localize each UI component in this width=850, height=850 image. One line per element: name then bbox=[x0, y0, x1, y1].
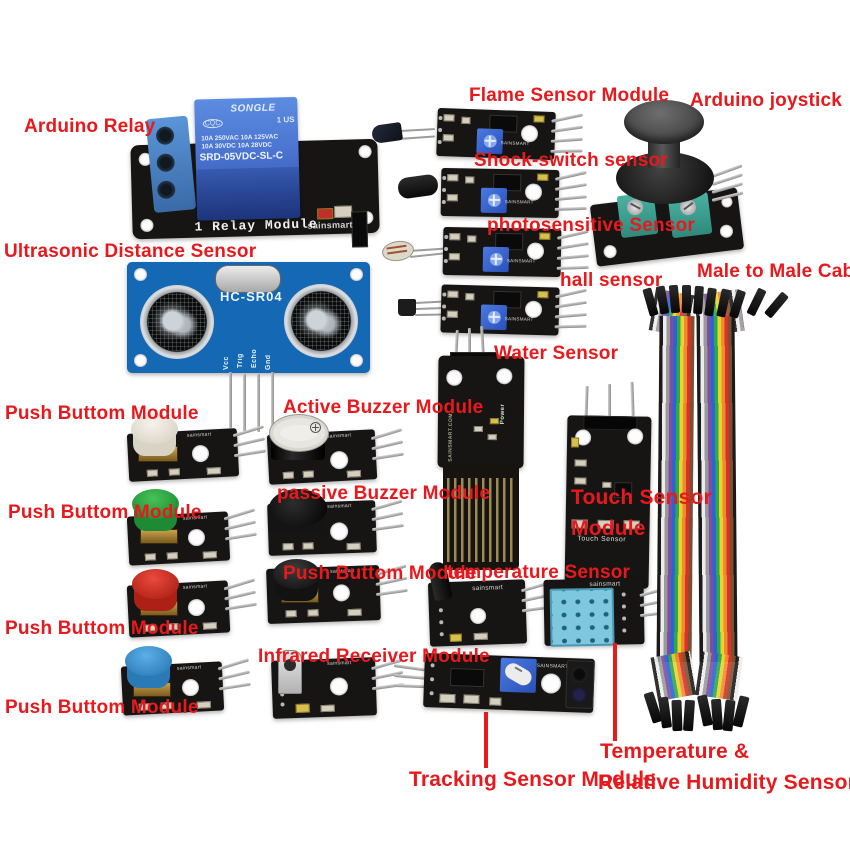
label-flame: Flame Sensor Module bbox=[469, 85, 670, 106]
pin-label-trig: Trig bbox=[237, 353, 244, 368]
label-photosensitive: photosensitive Sensor bbox=[487, 215, 695, 236]
label-active-buzzer: Active Buzzer Module bbox=[283, 397, 484, 418]
label-ultrasonic: Ultrasonic Distance Sensor bbox=[4, 241, 257, 262]
water-blade bbox=[443, 464, 519, 570]
shock-sensor-component bbox=[396, 173, 440, 200]
green-button bbox=[132, 489, 179, 535]
push-button-module-red: sainsmart bbox=[126, 567, 276, 651]
push-button-module-white: sainsmart bbox=[126, 410, 276, 486]
label-hall: hall sensor bbox=[560, 270, 663, 291]
joystick-cap bbox=[624, 100, 704, 144]
leader-line-tracking bbox=[484, 712, 488, 768]
passive-buzzer-module: sainsmart bbox=[266, 486, 421, 568]
label-temperature: temperature Sensor bbox=[447, 562, 631, 583]
tracking-ir-pair bbox=[565, 660, 595, 709]
relay-model-print: SRD-05VDC-SL-C bbox=[199, 150, 284, 164]
module-print: SAINSMART bbox=[536, 662, 569, 671]
shock-switch-sensor-module: SAINSMART bbox=[440, 167, 587, 219]
module-print: sainsmart bbox=[326, 432, 352, 440]
ultrasonic-sensor: HC-SR04 Vcc Trig Echo Gnd bbox=[127, 262, 377, 432]
blue-button bbox=[125, 646, 177, 692]
infrared-receiver-module: sainsmart bbox=[270, 648, 430, 728]
label-tracking: Tracking Sensor Module bbox=[409, 768, 657, 791]
relay-maker-print: sainsmart bbox=[307, 219, 353, 231]
label-joystick: Arduino joystick bbox=[690, 90, 843, 111]
label-push-blue: Push Buttom Module bbox=[5, 697, 199, 718]
pin-label-echo: Echo bbox=[251, 348, 258, 368]
leader-line-dht bbox=[613, 643, 617, 741]
push-button-module-blue: sainsmart bbox=[119, 644, 269, 724]
label-humidity-line2: Relative Humidity Sensor Module bbox=[598, 771, 850, 794]
water-sense-stripes bbox=[447, 478, 515, 562]
tracking-pot bbox=[499, 657, 537, 693]
push-button-module-green: sainsmart bbox=[126, 487, 276, 567]
pin-label-vcc: Vcc bbox=[223, 356, 230, 370]
label-humidity-line1: Temperature & bbox=[600, 740, 750, 763]
jumper-cable-bundle bbox=[640, 282, 810, 740]
dht-pcb: sainsmart bbox=[543, 578, 667, 647]
relay-brand-print: SONGLE bbox=[230, 102, 276, 115]
hall-sensor-component bbox=[398, 299, 416, 316]
crystal-oscillator bbox=[215, 265, 281, 293]
active-buzzer-module: sainsmart bbox=[266, 412, 421, 490]
relay-cube: SONGLE CQC 1 US 10A 250VAC 10A 125VAC 10… bbox=[194, 96, 301, 221]
white-button bbox=[131, 414, 178, 460]
joystick-module bbox=[589, 95, 755, 267]
label-arduino-relay: Arduino Relay bbox=[24, 116, 156, 137]
module-print: sainsmart bbox=[182, 583, 208, 591]
label-touch-line1: Touch Sensor bbox=[571, 486, 712, 509]
photoresistor-component bbox=[380, 238, 416, 264]
red-button bbox=[132, 569, 179, 615]
pin-label-gnd: Gnd bbox=[265, 354, 272, 371]
label-touch-line2: Module bbox=[571, 517, 646, 540]
module-print: sainsmart bbox=[186, 431, 212, 439]
passive-buzzer bbox=[269, 489, 327, 527]
label-shock: Shock-switch sensor bbox=[474, 150, 668, 171]
active-buzzer bbox=[269, 414, 329, 452]
touch-sensor-module: Touch Sensor bbox=[564, 381, 656, 592]
water-power-print: Power bbox=[499, 403, 507, 425]
module-print: sainsmart bbox=[472, 584, 504, 593]
transducer-left bbox=[140, 285, 214, 359]
black-button bbox=[273, 559, 321, 605]
dht11-component bbox=[549, 587, 615, 647]
relay-module: 1 Relay Module sainsmart SONGLE CQC 1 US… bbox=[129, 95, 385, 248]
relay-cert-print: CQC bbox=[202, 118, 223, 129]
cable-fan-bottom-right bbox=[695, 651, 743, 701]
label-male-cable: Male to Male Cable bbox=[697, 261, 850, 282]
cable-fan-bottom-left bbox=[650, 650, 698, 702]
label-push-red: Push Buttom Module bbox=[5, 618, 199, 639]
label-push-white: Push Buttom Module bbox=[5, 403, 199, 424]
transducer-right bbox=[284, 284, 358, 358]
relay-us-print: 1 US bbox=[276, 115, 295, 125]
label-push-black: Push Buttom Module bbox=[283, 563, 477, 584]
module-print: SAINSMART bbox=[504, 199, 534, 205]
label-infrared: Infrared Receiver Module bbox=[258, 646, 490, 667]
flame-ir-led bbox=[370, 121, 404, 145]
push-button-module-black: sainsmart bbox=[265, 556, 425, 642]
module-print: SAINSMART bbox=[506, 258, 536, 264]
label-water: Water Sensor bbox=[494, 343, 619, 364]
module-print: SAINSMART bbox=[504, 316, 534, 322]
module-print: sainsmart bbox=[176, 664, 202, 672]
label-push-green: Push Buttom Module bbox=[8, 502, 202, 523]
module-print: SAINSMART bbox=[500, 140, 530, 147]
ultrasonic-model-print: HC-SR04 bbox=[220, 289, 283, 304]
relay-rating2-print: 10A 30VDC 10A 28VDC bbox=[201, 141, 273, 151]
ir-receiver-component bbox=[278, 650, 302, 694]
label-passive-buzzer: passive Buzzer Module bbox=[277, 483, 491, 504]
ultrasonic-pcb: HC-SR04 Vcc Trig Echo Gnd bbox=[127, 262, 370, 373]
water-sensor: S + - Power SAINSMART.COM bbox=[436, 324, 528, 574]
